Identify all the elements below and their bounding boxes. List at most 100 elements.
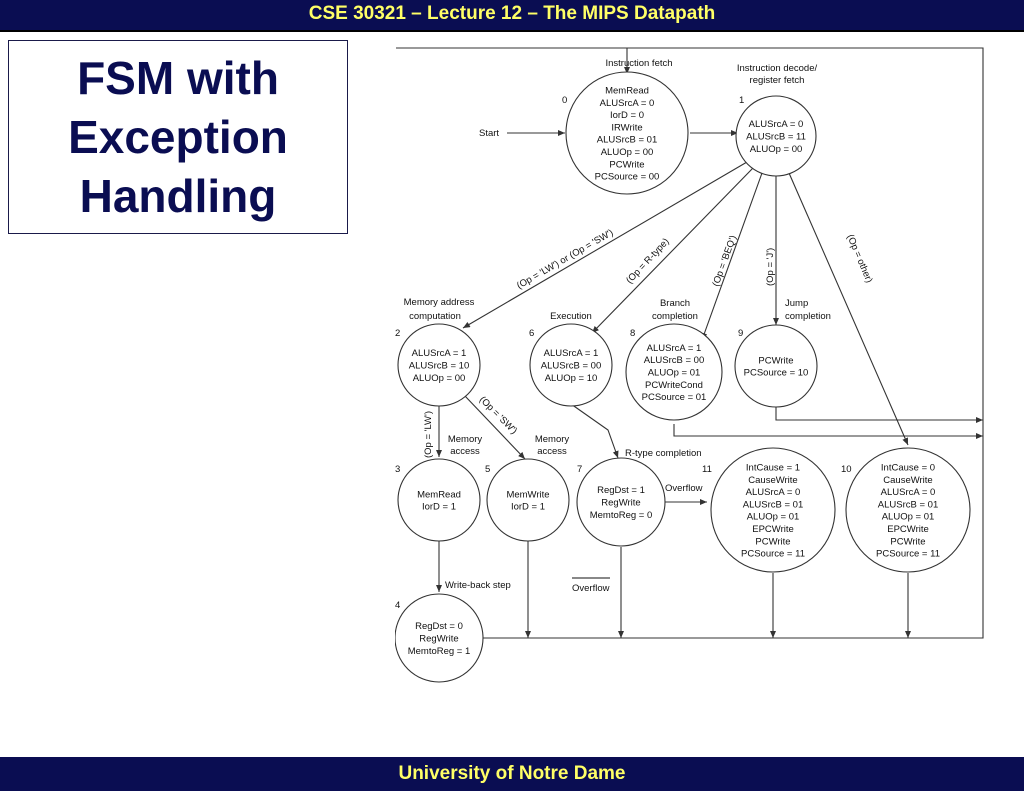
state-caption: Memory address <box>404 297 475 308</box>
edge-label-lw: (Op = 'LW') <box>423 411 434 458</box>
state-signal: ALUSrcA = 0 <box>881 487 936 498</box>
state-number: 8 <box>630 328 635 339</box>
state-number: 7 <box>577 464 582 475</box>
slide-title-line-3: Handling <box>79 170 277 222</box>
state-signal: CauseWrite <box>748 475 797 486</box>
state-caption: Instruction decode/ <box>737 63 818 74</box>
slide-title-line-1: FSM with <box>77 52 279 104</box>
state-signal: ALUOp = 00 <box>601 147 654 158</box>
state-signal: ALUOp = 01 <box>882 512 935 523</box>
state-signal: PCSource = 10 <box>744 368 809 379</box>
state-signal: EPCWrite <box>887 524 929 535</box>
state-number: 6 <box>529 328 534 339</box>
state-number: 2 <box>395 328 400 339</box>
state-signal: ALUSrcA = 0 <box>746 487 801 498</box>
state-caption: Memory <box>535 434 570 445</box>
state-caption: access <box>450 446 480 457</box>
state-circle <box>625 323 723 421</box>
state-caption: access <box>537 446 567 457</box>
state-signal: ALUOp = 10 <box>545 373 598 384</box>
state-caption: R-type completion <box>625 448 702 459</box>
state-signal: PCWriteCond <box>645 380 703 391</box>
state-signal: ALUSrcB = 00 <box>644 355 704 366</box>
edge-1-10 <box>788 172 909 446</box>
state-signal: RegDst = 0 <box>415 621 463 632</box>
state-number: 4 <box>395 600 400 611</box>
edge-8-return <box>673 424 983 439</box>
state-number: 1 <box>739 95 744 106</box>
state-circle <box>734 324 818 408</box>
state-signal: RegDst = 1 <box>597 485 645 496</box>
state-circle <box>845 447 971 573</box>
state-signal: MemtoReg = 1 <box>408 646 471 657</box>
state-signal: IorD = 1 <box>422 502 456 513</box>
footer-banner: University of Notre Dame <box>0 757 1024 791</box>
state-caption: completion <box>652 311 698 322</box>
footer-text: University of Notre Dame <box>398 763 626 784</box>
state-signal: PCSource = 00 <box>595 172 660 183</box>
state-caption: Execution <box>550 311 592 322</box>
state-signal: RegWrite <box>419 634 458 645</box>
state-circle <box>397 458 481 542</box>
state-circle <box>486 458 570 542</box>
state-caption: register fetch <box>750 75 805 86</box>
state-circle <box>576 457 666 547</box>
edge-return-top <box>396 47 630 74</box>
state-signal: ALUSrcA = 1 <box>412 348 467 359</box>
edge-label-j: (Op = 'J') <box>765 248 776 286</box>
state-signal: ALUSrcB = 00 <box>541 361 601 372</box>
edge-label-lw-sw: (Op = 'LW') or (Op = 'SW') <box>515 227 615 291</box>
state-signal: ALUSrcB = 11 <box>746 132 806 143</box>
state-signal: IntCause = 1 <box>746 462 800 473</box>
state-circle <box>529 323 613 407</box>
edge-label-start: Start <box>479 128 499 139</box>
lecture-title: CSE 30321 – Lecture 12 – The MIPS Datapa… <box>308 3 716 24</box>
state-caption: Instruction fetch <box>605 58 672 69</box>
edge-2-5 <box>464 395 526 460</box>
state-caption: completion <box>785 311 831 322</box>
state-signal: PCSource = 01 <box>642 392 707 403</box>
state-signal: ALUSrcA = 0 <box>749 119 804 130</box>
state-signal: ALUOp = 00 <box>750 144 803 155</box>
state-signal: ALUSrcA = 0 <box>600 98 655 109</box>
state-signal: MemtoReg = 0 <box>590 510 653 521</box>
edge-9-return <box>775 406 983 423</box>
slide-title-box: FSM with Exception Handling <box>8 40 348 234</box>
state-signal: PCWrite <box>755 536 790 547</box>
state-circle <box>565 71 689 195</box>
slide-title-line-2: Exception <box>68 111 288 163</box>
state-signal: ALUSrcB = 01 <box>743 499 803 510</box>
state-signal: ALUSrcB = 01 <box>597 135 657 146</box>
state-signal: IntCause = 0 <box>881 462 935 473</box>
edge-label-overflow: Overflow <box>665 483 703 494</box>
state-signal: ALUOp = 01 <box>648 368 701 379</box>
state-number: 9 <box>738 328 743 339</box>
state-circle <box>397 323 481 407</box>
state-caption: Memory <box>448 434 483 445</box>
state-circle <box>710 447 836 573</box>
state-signal: PCWrite <box>609 159 644 170</box>
state-signal: IRWrite <box>611 122 642 133</box>
state-signal: CauseWrite <box>883 475 932 486</box>
state-signal: PCWrite <box>758 355 793 366</box>
state-signal: ALUSrcA = 1 <box>647 343 702 354</box>
state-number: 10 <box>841 464 852 475</box>
fsm-diagram: Start (Op = 'LW') or (Op = 'SW') (Op = R… <box>395 47 984 683</box>
state-caption: Jump <box>785 298 808 309</box>
state-signal: MemRead <box>417 489 461 500</box>
state-signal: PCSource = 11 <box>741 549 805 560</box>
edge-1-8 <box>701 172 763 341</box>
state-signal: ALUOp = 01 <box>747 512 800 523</box>
edge-6-7 <box>570 403 619 459</box>
